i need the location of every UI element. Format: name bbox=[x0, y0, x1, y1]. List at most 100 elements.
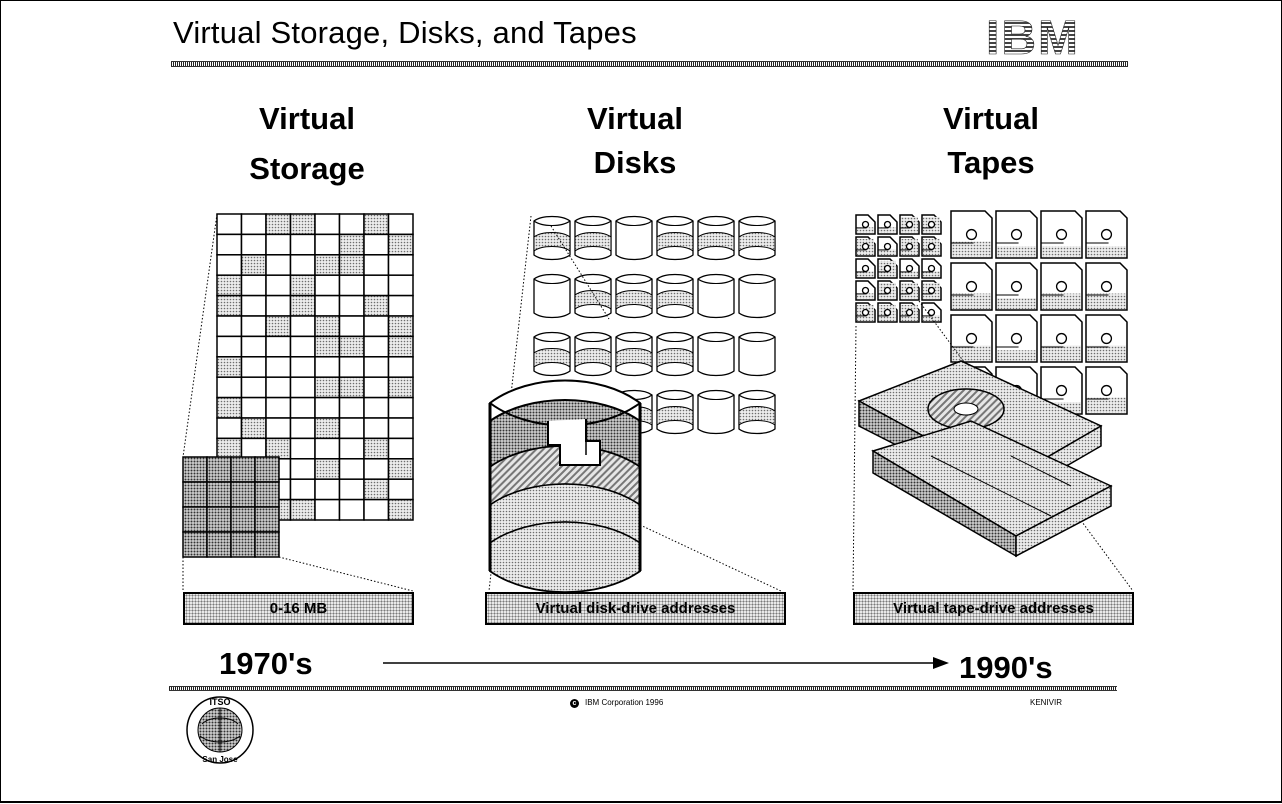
memory-page bbox=[338, 478, 365, 501]
memory-page bbox=[314, 437, 341, 460]
tape-cartridge bbox=[921, 302, 942, 323]
memory-page bbox=[314, 294, 341, 317]
memory-page bbox=[387, 335, 414, 358]
year-end: 1990's bbox=[959, 650, 1053, 685]
memory-page bbox=[265, 254, 292, 276]
memory-page bbox=[216, 396, 243, 419]
memory-page bbox=[289, 294, 316, 317]
tape-cartridge bbox=[921, 214, 942, 235]
memory-inset-cell bbox=[206, 506, 232, 533]
small-disk bbox=[574, 331, 612, 377]
memory-inset-cell bbox=[230, 481, 256, 508]
column-title-tapes-line1: Virtual bbox=[943, 101, 1039, 136]
small-disk bbox=[738, 331, 776, 377]
memory-page bbox=[338, 233, 365, 256]
memory-page bbox=[387, 233, 414, 256]
tape-cartridge bbox=[995, 262, 1038, 311]
memory-page bbox=[314, 254, 341, 276]
memory-page bbox=[314, 356, 341, 378]
memory-page bbox=[338, 458, 365, 480]
memory-page bbox=[216, 417, 243, 440]
memory-page bbox=[289, 417, 316, 440]
memory-page bbox=[289, 458, 316, 480]
memory-page bbox=[314, 498, 341, 521]
memory-page bbox=[216, 335, 243, 358]
tape-cartridge bbox=[877, 236, 898, 257]
memory-page bbox=[265, 417, 292, 440]
memory-page bbox=[314, 213, 341, 236]
memory-page bbox=[265, 315, 292, 338]
memory-page bbox=[289, 396, 316, 419]
memory-page bbox=[240, 233, 267, 256]
tape-cartridge bbox=[1040, 210, 1083, 259]
memory-page bbox=[338, 396, 365, 419]
memory-page bbox=[240, 356, 267, 378]
memory-page bbox=[216, 356, 243, 378]
copyright-text: IBM Corporation 1996 bbox=[585, 698, 664, 707]
itso-seal-icon: ITSO San Jose bbox=[186, 696, 254, 764]
memory-page bbox=[338, 315, 365, 338]
memory-page bbox=[314, 335, 341, 358]
memory-page bbox=[387, 213, 414, 236]
memory-page bbox=[363, 437, 390, 460]
memory-page bbox=[387, 315, 414, 338]
small-disk bbox=[656, 273, 694, 319]
memory-page bbox=[216, 274, 243, 297]
tape-cartridge bbox=[921, 236, 942, 257]
footer-copyright: c IBM Corporation 1996 bbox=[570, 698, 663, 708]
memory-inset-cell bbox=[182, 456, 208, 483]
memory-page bbox=[216, 233, 243, 256]
small-disk bbox=[615, 331, 653, 377]
memory-page bbox=[314, 478, 341, 501]
seal-top-text: ITSO bbox=[209, 697, 230, 707]
tape-cartridge bbox=[899, 236, 920, 257]
memory-page bbox=[216, 254, 243, 276]
memory-page bbox=[387, 458, 414, 480]
memory-page bbox=[363, 233, 390, 256]
tape-drive-icon bbox=[857, 360, 1113, 558]
footer-code: KENIVIR bbox=[1030, 698, 1063, 707]
memory-page bbox=[363, 335, 390, 358]
memory-page bbox=[387, 498, 414, 521]
small-disk bbox=[656, 331, 694, 377]
memory-page bbox=[265, 356, 292, 378]
column-title-tapes: Virtual Tapes bbox=[871, 99, 1111, 183]
small-disk bbox=[533, 331, 571, 377]
memory-page bbox=[314, 417, 341, 440]
tape-cartridge bbox=[899, 258, 920, 279]
column-title-storage-line2: Storage bbox=[249, 151, 365, 186]
memory-page bbox=[363, 396, 390, 419]
memory-page bbox=[363, 315, 390, 338]
tape-cartridge bbox=[899, 302, 920, 323]
memory-page bbox=[314, 376, 341, 399]
ibm-logo-icon: IBM bbox=[986, 14, 1079, 60]
memory-page bbox=[240, 417, 267, 440]
memory-page bbox=[240, 213, 267, 236]
tape-cartridge bbox=[921, 280, 942, 301]
seal-bottom-text: San Jose bbox=[202, 755, 238, 764]
memory-page bbox=[289, 274, 316, 297]
memory-page bbox=[314, 274, 341, 297]
memory-page bbox=[363, 254, 390, 276]
memory-page bbox=[314, 315, 341, 338]
small-disk bbox=[697, 215, 735, 261]
small-disk bbox=[738, 273, 776, 319]
memory-page bbox=[338, 376, 365, 399]
memory-page bbox=[216, 213, 243, 236]
memory-page bbox=[265, 294, 292, 317]
tape-cartridge bbox=[1085, 210, 1128, 259]
small-disk bbox=[533, 215, 571, 261]
column-title-storage-line1: Virtual bbox=[259, 101, 355, 136]
memory-page bbox=[289, 254, 316, 276]
memory-page bbox=[314, 233, 341, 256]
memory-inset-cell bbox=[206, 531, 232, 558]
small-disk bbox=[697, 273, 735, 319]
memory-page bbox=[387, 437, 414, 460]
label-tapes: Virtual tape-drive addresses bbox=[853, 592, 1134, 625]
tape-cartridge bbox=[855, 236, 876, 257]
memory-page bbox=[338, 274, 365, 297]
column-title-disks-line2: Disks bbox=[593, 145, 677, 180]
column-title-disks-line1: Virtual bbox=[587, 101, 683, 136]
tape-cartridge bbox=[921, 258, 942, 279]
